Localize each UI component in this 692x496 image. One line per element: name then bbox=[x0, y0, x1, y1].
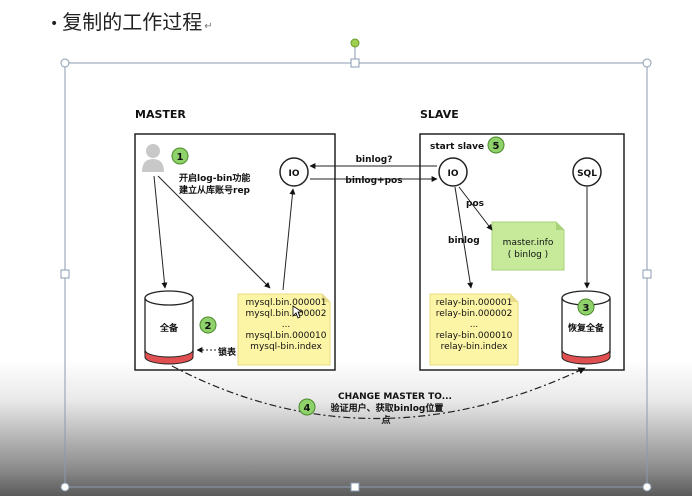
lock-label: 锁表 bbox=[218, 346, 237, 358]
response-label: binlog+pos bbox=[345, 176, 402, 186]
master-full-backup-db bbox=[144, 290, 194, 365]
binlog-note-line2: mysql.bin.000002 bbox=[246, 309, 327, 319]
master-info-line1: master.info bbox=[503, 238, 554, 248]
master-title: MASTER bbox=[135, 108, 186, 121]
arrow-io-to-relay bbox=[454, 186, 474, 289]
binlog-note-line3: ... bbox=[282, 320, 291, 330]
arrow-user-to-db bbox=[153, 175, 168, 289]
slave-db-label: 恢复全备 bbox=[568, 322, 605, 334]
slave-sql-label: SQL bbox=[577, 169, 597, 179]
step-2-number: 2 bbox=[205, 321, 212, 332]
master-info-note bbox=[491, 221, 565, 271]
arrow-user-to-binlog bbox=[157, 175, 271, 289]
master-info-line2: ( binlog ) bbox=[508, 250, 548, 260]
relay-note-line4: relay-bin.000010 bbox=[436, 331, 513, 341]
pos-label: pos bbox=[466, 199, 484, 209]
step-1-line2: 建立从库账号rep bbox=[179, 184, 251, 196]
step-4-number: 4 bbox=[304, 403, 311, 414]
binlog-note-line4: mysql.bin.000010 bbox=[246, 331, 327, 341]
resize-handle-right[interactable] bbox=[642, 269, 652, 279]
change-master-line1: CHANGE MASTER TO... bbox=[338, 392, 452, 402]
change-master-arc bbox=[171, 365, 586, 420]
change-master-line3: 点 bbox=[381, 414, 390, 426]
relay-note-line1: relay-bin.000001 bbox=[436, 298, 513, 308]
master-io-label: IO bbox=[289, 169, 300, 179]
request-label: binlog? bbox=[356, 155, 393, 165]
arrow-binlog-to-io bbox=[282, 188, 296, 291]
binlog-note-line1: mysql.bin.000001 bbox=[246, 298, 327, 308]
binlog-note bbox=[237, 293, 331, 366]
slave-io-thread bbox=[438, 157, 468, 187]
bullet-icon: • bbox=[50, 15, 59, 32]
relay-note-line5: relay-bin.index bbox=[441, 342, 509, 352]
user-icon bbox=[142, 144, 164, 172]
resize-handle-tr[interactable] bbox=[642, 58, 652, 68]
resize-handle-bottom[interactable] bbox=[350, 482, 360, 492]
step-1-badge bbox=[171, 147, 189, 165]
binlog-label: binlog bbox=[448, 236, 480, 246]
rotate-handle[interactable] bbox=[350, 38, 360, 48]
slave-restore-db bbox=[561, 290, 611, 365]
step-5-badge bbox=[487, 136, 505, 154]
step-3-badge bbox=[577, 298, 595, 316]
arrow-io-to-master-info bbox=[458, 186, 493, 231]
step-1-number: 1 bbox=[177, 152, 184, 163]
step-4-badge bbox=[298, 398, 316, 416]
relay-note-line2: relay-bin.000002 bbox=[436, 309, 513, 319]
resize-handle-tl[interactable] bbox=[60, 58, 70, 68]
slave-io-label: IO bbox=[448, 169, 459, 179]
resize-handle-left[interactable] bbox=[60, 269, 70, 279]
selection-frame[interactable] bbox=[60, 38, 652, 492]
resize-handle-br[interactable] bbox=[642, 482, 652, 492]
slave-sql-thread bbox=[572, 157, 602, 187]
slave-title: SLAVE bbox=[420, 108, 459, 121]
paragraph-mark-icon: ↵ bbox=[204, 21, 213, 32]
start-slave-label: start slave bbox=[430, 142, 484, 152]
step-5-number: 5 bbox=[493, 141, 500, 152]
binlog-note-line5: mysql-bin.index bbox=[250, 342, 322, 352]
change-master-line2: 验证用户、获取binlog位置 bbox=[331, 402, 444, 414]
step-2-badge bbox=[199, 316, 217, 334]
master-db-label: 全备 bbox=[159, 322, 179, 334]
slide-title: 复制的工作过程 bbox=[62, 10, 203, 34]
master-io-thread bbox=[279, 157, 309, 187]
relay-note-line3: ... bbox=[470, 320, 479, 330]
resize-handle-bl[interactable] bbox=[60, 482, 70, 492]
slide-heading: •复制的工作过程↵ bbox=[50, 6, 213, 35]
mouse-cursor-icon bbox=[292, 305, 304, 319]
step-3-number: 3 bbox=[583, 303, 590, 314]
relay-log-note bbox=[429, 293, 519, 366]
step-1-line1: 开启log-bin功能 bbox=[179, 172, 250, 184]
resize-handle-top[interactable] bbox=[350, 58, 360, 68]
